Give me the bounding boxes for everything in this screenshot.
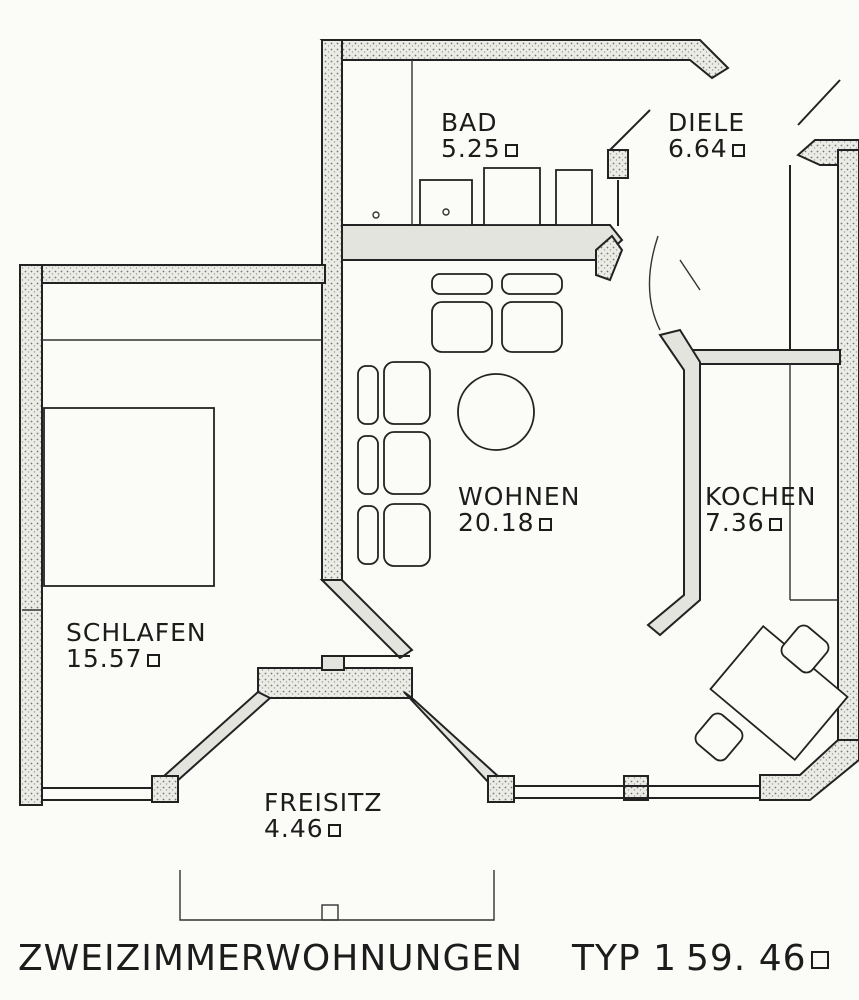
freisitz-outline: [179, 870, 495, 921]
sqm-icon: [146, 653, 160, 667]
room-area-diele: 6.64: [668, 134, 728, 164]
room-area-wohnen: 20.18: [458, 508, 535, 538]
wall-kitchen-corner: [759, 739, 859, 801]
room-name-kochen: KOCHEN: [705, 482, 817, 511]
room-area-freisitz: 4.46: [264, 814, 324, 844]
room-label-kochen: KOCHEN 7.36: [705, 482, 817, 538]
room-name-schlafen: SCHLAFEN: [66, 618, 207, 647]
bed: [43, 407, 215, 587]
sqm-icon: [768, 517, 782, 531]
room-name-diele: DIELE: [668, 108, 746, 137]
sqm-icon: [327, 823, 341, 837]
wall-diele-kitchen: [689, 349, 841, 365]
wall-bedroom-left: [19, 264, 43, 806]
sqm-icon: [731, 143, 745, 157]
bath-toilet: [555, 169, 593, 226]
plan-total-area: 59. 46: [686, 938, 829, 979]
room-label-wohnen: WOHNEN 20.18: [458, 482, 581, 538]
room-label-schlafen: SCHLAFEN 15.57: [66, 618, 207, 674]
wall-bay-left: [162, 690, 272, 784]
wall-window-top: [257, 667, 413, 699]
pillar-mid: [623, 775, 649, 801]
bath-washbasin: [483, 167, 541, 226]
sqm-icon: [504, 143, 518, 157]
room-name-bad: BAD: [441, 108, 498, 137]
wall-bath-bottom: [341, 224, 624, 261]
room-label-bad: BAD 5.25: [441, 108, 518, 164]
wall-bath-corner: [595, 234, 624, 282]
wall-living-diagonal: [319, 579, 414, 660]
pillar-left: [151, 775, 179, 803]
wall-bath-pillar: [607, 149, 629, 179]
sqm-icon: [538, 517, 552, 531]
room-area-bad: 5.25: [441, 134, 501, 164]
pillar-right: [487, 775, 515, 803]
plan-type: TYP 1: [572, 938, 678, 979]
plan-title: ZWEIZIMMERWOHNUNGEN: [18, 938, 524, 979]
room-label-freisitz: FREISITZ 4.46: [264, 788, 383, 844]
round-table: [457, 373, 535, 451]
dining-set: [694, 624, 849, 762]
room-area-schlafen: 15.57: [66, 644, 143, 674]
bath-shower: [419, 179, 473, 226]
wall-center-left: [321, 39, 343, 581]
room-label-diele: DIELE 6.64: [668, 108, 746, 164]
wall-east: [837, 149, 859, 751]
room-area-kochen: 7.36: [705, 508, 765, 538]
sqm-icon: [810, 951, 829, 969]
room-name-wohnen: WOHNEN: [458, 482, 581, 511]
wall-top-bath: [319, 39, 730, 80]
wall-kitchen-partition: [646, 328, 701, 637]
sofa-group: [357, 273, 563, 567]
wall-bedroom-top: [19, 264, 326, 284]
room-name-freisitz: FREISITZ: [264, 788, 383, 817]
wall-bay-right: [403, 691, 502, 786]
plan-total-area-value: 59. 46: [686, 938, 807, 979]
